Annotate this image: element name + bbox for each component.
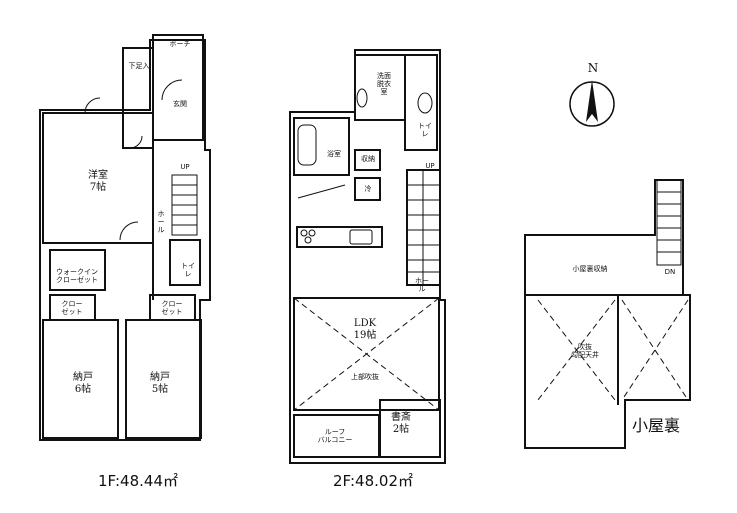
porch-label: ポーチ bbox=[169, 40, 191, 48]
closet-a-label: クロー ゼット bbox=[61, 300, 83, 316]
compass-letter: N bbox=[587, 61, 599, 75]
washroom-label: 洗面脱衣室 bbox=[377, 72, 391, 96]
floor2-fixtures bbox=[297, 88, 433, 245]
entrance-label: 玄関 bbox=[173, 100, 187, 108]
floor1-stairs bbox=[171, 174, 198, 236]
toilet-1f-label: トイレ bbox=[181, 262, 195, 278]
up-2f-label: UP bbox=[425, 162, 435, 170]
floor1-walls bbox=[39, 34, 211, 441]
storage-2f-label: 収納 bbox=[361, 155, 375, 163]
attic-storage-label: 小屋裏収納 bbox=[572, 265, 608, 273]
fridge-label: 冷 bbox=[364, 185, 372, 193]
floor2-walls bbox=[289, 49, 446, 464]
balcony-label: ルーフ バルコニー bbox=[317, 428, 353, 444]
shoebox-label: 下足入 bbox=[128, 62, 150, 70]
attic-stairs bbox=[656, 179, 682, 266]
attic-void-cross bbox=[537, 299, 689, 401]
attic-walls bbox=[524, 179, 691, 449]
western-room-label: 洋室 7帖 bbox=[88, 170, 108, 193]
attic-title: 小屋裏 bbox=[632, 416, 681, 435]
compass-icon bbox=[569, 80, 615, 127]
toilet-2f-label: トイレ bbox=[418, 122, 432, 138]
floor1-area: 1F:48.44㎡ bbox=[98, 472, 179, 490]
floor2-void-cross bbox=[293, 297, 440, 411]
attic-dn-label: DN bbox=[664, 268, 676, 276]
storage2-label: 納戸 5帖 bbox=[150, 372, 170, 395]
wic-label: ウォークイン クローゼット bbox=[56, 268, 98, 284]
bath-label: 浴室 bbox=[327, 150, 341, 158]
closet-b-label: クロー ゼット bbox=[161, 300, 183, 316]
storage1-label: 納戸 6帖 bbox=[73, 372, 93, 395]
study-label: 書斎 2帖 bbox=[391, 412, 411, 435]
hall-1f-label: ホール bbox=[157, 210, 165, 234]
ldk-label: LDK 19帖 bbox=[353, 318, 377, 341]
floor2-area: 2F:48.02㎡ bbox=[333, 472, 414, 490]
hall-2f-label: ホール bbox=[415, 277, 429, 293]
floor1-doors bbox=[84, 79, 183, 241]
up-1f-label: UP bbox=[180, 163, 190, 171]
void-2f-label: 上部吹抜 bbox=[351, 373, 379, 381]
attic-void-label: 吹抜 勾配天井 bbox=[571, 343, 599, 359]
floor2-stairs bbox=[407, 170, 440, 285]
